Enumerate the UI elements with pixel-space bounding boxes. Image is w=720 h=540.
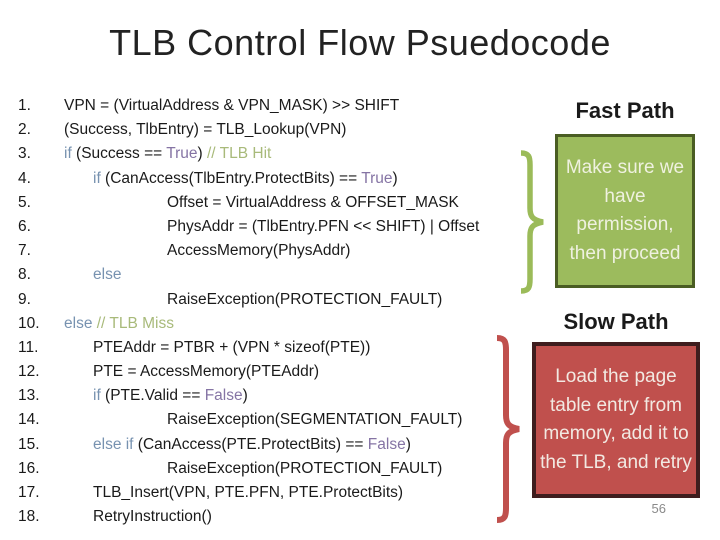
code-listing: 1. VPN = (VirtualAddress & VPN_MASK) >> S… [18, 94, 518, 529]
slow-path-brace-icon [496, 335, 520, 523]
line-number: 14. [18, 411, 40, 429]
line-number: 12. [18, 363, 40, 381]
fast-path-brace-icon [520, 150, 544, 294]
code-text: AccessMemory(PhysAddr) [167, 242, 351, 260]
line-number: 15. [18, 435, 40, 453]
code-text: RetryInstruction() [93, 508, 212, 526]
code-text: RaiseException(PROTECTION_FAULT) [167, 290, 443, 308]
code-text: (Success, TlbEntry) = TLB_Lookup(VPN) [64, 121, 347, 139]
code-line-2: 2. (Success, TlbEntry) = TLB_Lookup(VPN) [18, 118, 518, 142]
line-number: 4. [18, 169, 31, 187]
code-line-18: 18. RetryInstruction() [18, 505, 518, 529]
code-line-16: 16. RaiseException(PROTECTION_FAULT) [18, 457, 518, 481]
slow-path-heading: Slow Path [563, 309, 669, 334]
line-number: 1. [18, 97, 31, 114]
slow-path-note-text: Load the page table entry from memory, a… [540, 366, 692, 473]
code-line-11: 11. PTEAddr = PTBR + (VPN * sizeof(PTE)) [18, 336, 518, 360]
code-text: PhysAddr = (TlbEntry.PFN << SHIFT) | Off… [167, 217, 480, 235]
code-text: RaiseException(SEGMENTATION_FAULT) [167, 411, 463, 429]
line-number: 5. [18, 193, 31, 211]
line-number: 13. [18, 387, 40, 405]
line-number: 8. [18, 266, 31, 284]
line-number: 16. [18, 459, 40, 477]
code-line-14: 14. RaiseException(SEGMENTATION_FAULT) [18, 408, 518, 432]
code-line-9: 9. RaiseException(PROTECTION_FAULT) [18, 288, 518, 312]
code-text: VPN = (VirtualAddress & VPN_MASK) >> SHI… [64, 97, 400, 114]
line-number: 6. [18, 217, 31, 235]
code-line-4: 4. if (CanAccess(TlbEntry.ProtectBits) ==… [18, 167, 518, 191]
code-text: if (Success == True) // TLB Hit [64, 145, 272, 163]
page-title: TLB Control Flow Psuedocode [109, 22, 611, 63]
code-text: else [93, 266, 122, 284]
code-line-17: 17. TLB_Insert(VPN, PTE.PFN, PTE.ProtectB… [18, 481, 518, 505]
code-line-12: 12. PTE = AccessMemory(PTEAddr) [18, 360, 518, 384]
code-text: PTEAddr = PTBR + (VPN * sizeof(PTE)) [93, 338, 371, 356]
fast-path-note-text: Make sure we have permission, then proce… [565, 157, 685, 264]
fast-path-note-box: Make sure we have permission, then proce… [555, 134, 695, 288]
line-number: 3. [18, 145, 31, 163]
code-line-1: 1. VPN = (VirtualAddress & VPN_MASK) >> S… [18, 94, 518, 118]
code-line-7: 7. AccessMemory(PhysAddr) [18, 239, 518, 263]
code-text: if (CanAccess(TlbEntry.ProtectBits) == T… [93, 169, 398, 187]
slide-page-number: 56 [651, 501, 666, 516]
fast-path-heading: Fast Path [575, 98, 675, 123]
code-text: else // TLB Miss [64, 314, 174, 332]
code-line-13: 13. if (PTE.Valid == False) [18, 384, 518, 408]
code-text: if (PTE.Valid == False) [93, 387, 248, 405]
line-number: 9. [18, 290, 31, 308]
code-text: Offset = VirtualAddress & OFFSET_MASK [167, 193, 459, 211]
slow-path-note-box: Load the page table entry from memory, a… [532, 342, 700, 498]
code-text: TLB_Insert(VPN, PTE.PFN, PTE.ProtectBits… [93, 484, 404, 501]
line-number: 10. [18, 314, 40, 332]
code-line-6: 6. PhysAddr = (TlbEntry.PFN << SHIFT) | O… [18, 215, 518, 239]
code-line-10: 10. else // TLB Miss [18, 312, 518, 336]
line-number: 2. [18, 121, 31, 139]
code-line-3: 3. if (Success == True) // TLB Hit [18, 142, 518, 166]
line-number: 11. [18, 338, 39, 356]
line-number: 17. [18, 484, 40, 501]
code-text: RaiseException(PROTECTION_FAULT) [167, 459, 443, 477]
code-line-8: 8. else [18, 263, 518, 287]
code-line-5: 5. Offset = VirtualAddress & OFFSET_MASK [18, 191, 518, 215]
code-text: else if (CanAccess(PTE.ProtectBits) == F… [93, 435, 411, 453]
code-text: PTE = AccessMemory(PTEAddr) [93, 363, 320, 381]
line-number: 18. [18, 508, 40, 526]
code-line-15: 15. else if (CanAccess(PTE.ProtectBits) =… [18, 433, 518, 457]
line-number: 7. [18, 242, 31, 260]
